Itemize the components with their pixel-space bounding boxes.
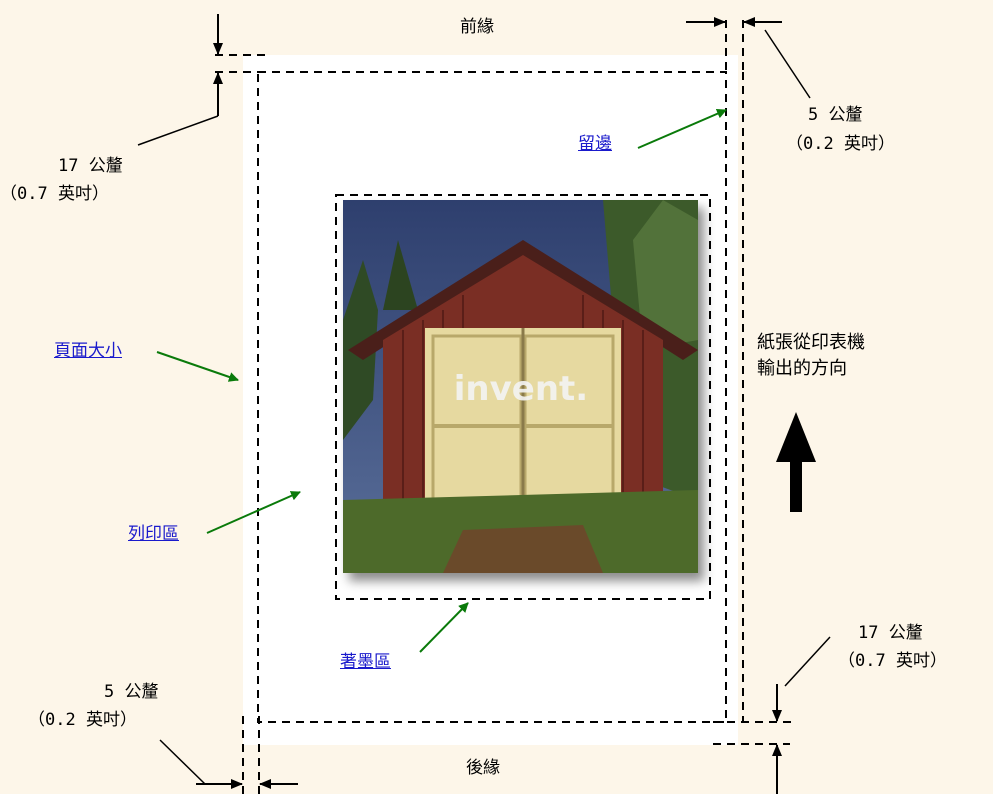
right-margin-mm: 5 公釐 xyxy=(808,105,863,125)
ink-area-pointer-arrow xyxy=(419,602,469,653)
printable-area-boundary xyxy=(257,71,727,723)
bottom-margin-mm: 17 公釐 xyxy=(858,623,923,643)
leader-lines xyxy=(137,29,831,785)
ink-area-link[interactable]: 著墨區 xyxy=(340,652,391,672)
right-margin-inch: （0.2 英吋） xyxy=(786,134,895,154)
dimension-arrows xyxy=(196,14,782,794)
top-margin-mm: 17 公釐 xyxy=(58,156,123,176)
page-size-pointer-arrow xyxy=(156,351,239,382)
left-margin-mm: 5 公釐 xyxy=(104,682,159,702)
left-margin-inch: （0.2 英吋） xyxy=(28,710,137,730)
printable-area-link[interactable]: 列印區 xyxy=(128,524,179,544)
arrow-up-icon xyxy=(776,412,816,512)
ink-area-boundary xyxy=(335,194,711,600)
paper-direction-line2: 輸出的方向 xyxy=(757,358,847,379)
page-edge-guides xyxy=(215,20,795,794)
margin-pointer-arrow xyxy=(637,108,727,149)
bottom-margin-inch: （0.7 英吋） xyxy=(838,651,947,671)
printable-area-pointer-arrow xyxy=(206,491,301,534)
paper-direction-text: 紙張從印表機 輸出的方向 xyxy=(757,330,865,382)
shed-photo: invent. xyxy=(343,200,698,573)
page-size-link[interactable]: 頁面大小 xyxy=(54,341,122,361)
photo-caption: invent. xyxy=(454,369,588,409)
paper-direction-line1: 紙張從印表機 xyxy=(757,332,865,353)
pointer-arrows xyxy=(156,108,727,653)
trailing-edge-label: 後緣 xyxy=(466,758,500,778)
top-margin-inch: （0.7 英吋） xyxy=(0,184,109,204)
margin-link[interactable]: 留邊 xyxy=(578,134,612,154)
leading-edge-label: 前緣 xyxy=(460,17,494,37)
